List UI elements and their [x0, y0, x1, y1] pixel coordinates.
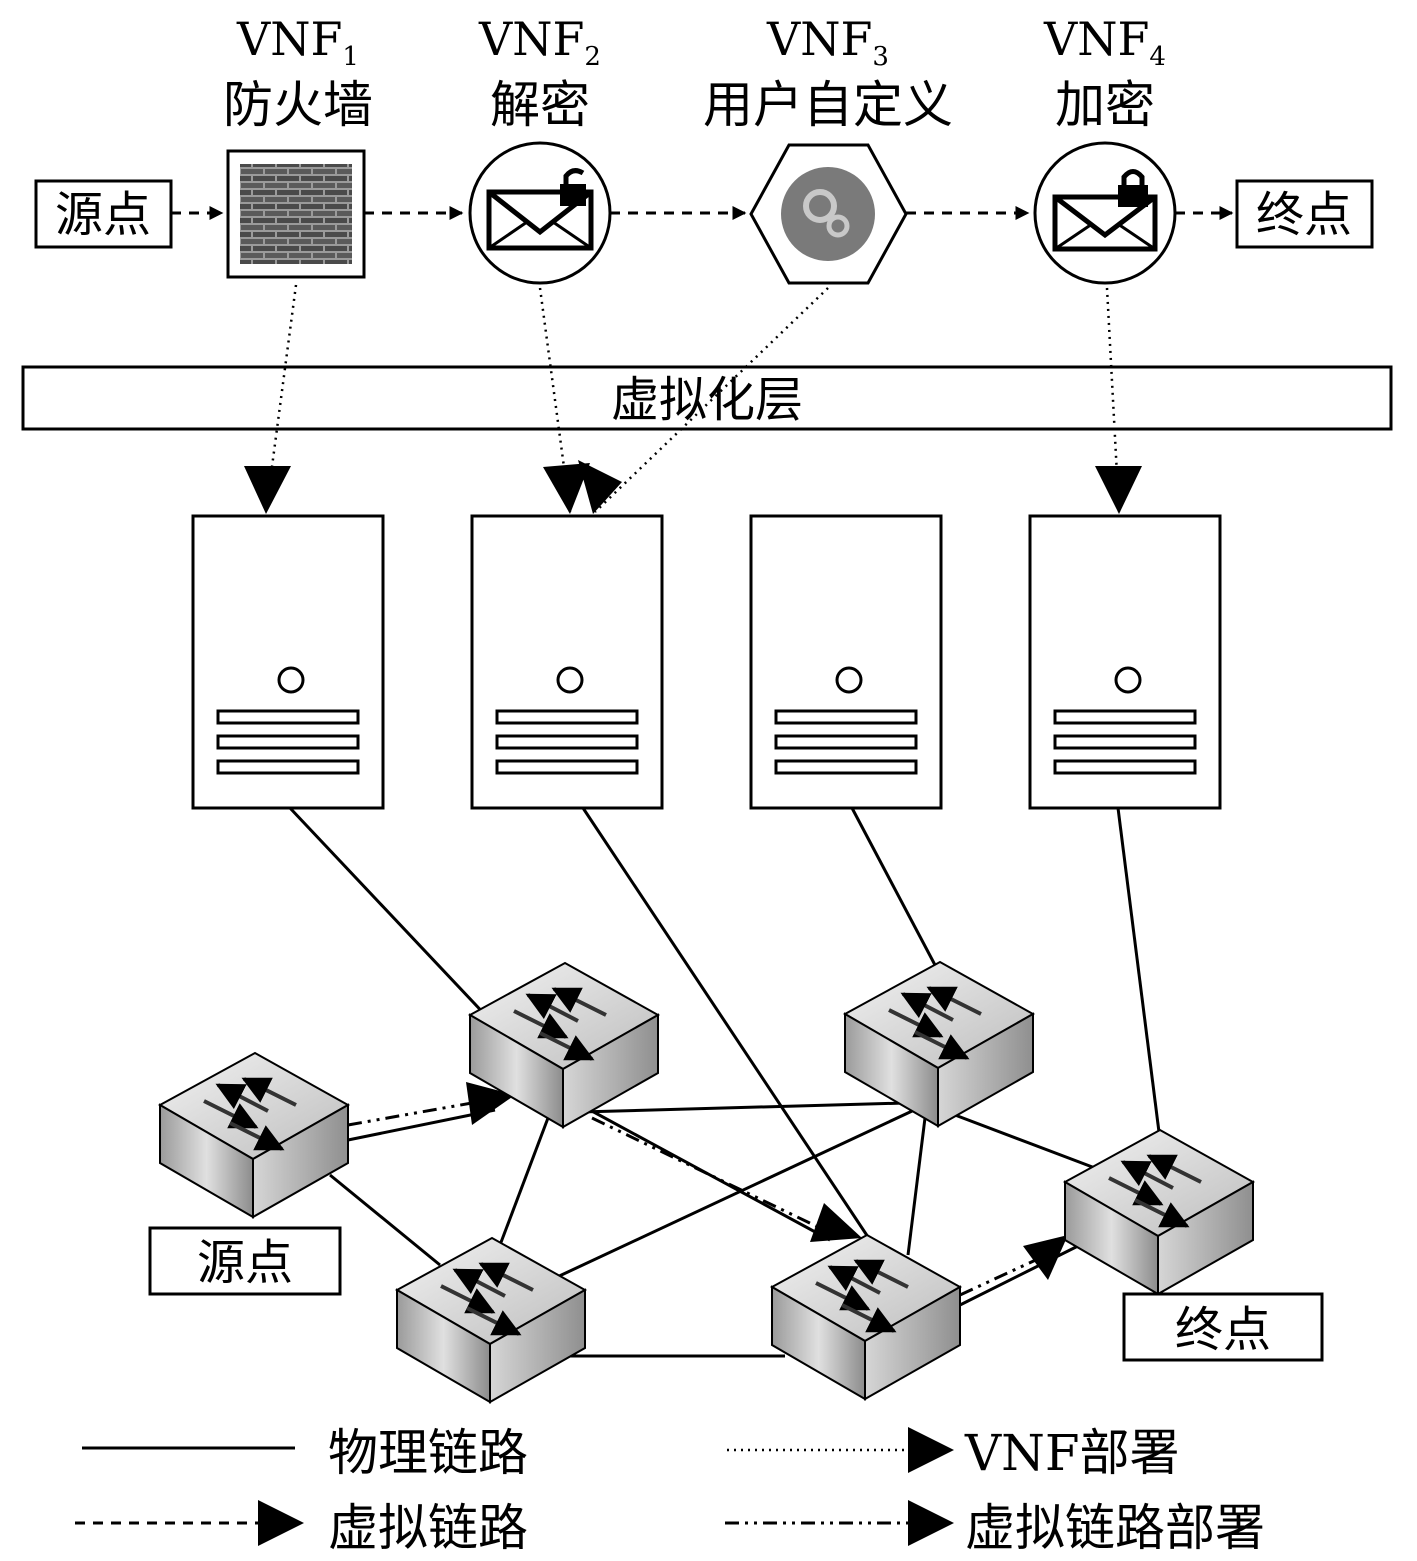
envelope-locked-icon [1052, 169, 1158, 252]
physical-sink-label: 终点 [1175, 1302, 1271, 1358]
server-2 [470, 514, 664, 810]
switch-arrows-icon [203, 1077, 297, 1151]
physical-links [288, 806, 1162, 1358]
vnf3-desc: 用户自定义 [703, 76, 953, 134]
vnf1-desc: 防火墙 [223, 76, 373, 134]
svg-text:VNF3: VNF3 [766, 12, 889, 72]
chain-source-box: 源点 [34, 179, 173, 249]
legend: 物理链路 虚拟链路 VNF部署 虚拟链路部署 [75, 1424, 1265, 1557]
vnf1-title: VNF1 防火墙 [223, 12, 373, 134]
physical-source-box: 源点 [148, 1226, 342, 1296]
switch-source [157, 1051, 351, 1219]
switch-d [769, 1233, 963, 1401]
vlink-deploy-links [347, 1096, 1041, 1297]
physical-source-label: 源点 [197, 1235, 293, 1291]
switch-b [842, 960, 1036, 1128]
switch-sink [1062, 1128, 1256, 1296]
legend-vlinkdeploy-label: 虚拟链路部署 [965, 1499, 1265, 1557]
svg-text:VNF1: VNF1 [236, 12, 359, 72]
physical-sink-box: 终点 [1122, 1292, 1324, 1362]
switch-arrows-icon [1108, 1154, 1202, 1228]
encrypt-node [1033, 141, 1177, 285]
chain-source-label: 源点 [55, 187, 151, 243]
server-4 [1028, 514, 1222, 810]
chain-sink-label: 终点 [1256, 187, 1352, 243]
legend-physical-label: 物理链路 [328, 1424, 528, 1482]
envelope-unlocked-icon [486, 168, 594, 251]
decrypt-node [468, 141, 612, 285]
server-3 [749, 514, 943, 810]
server-1 [191, 514, 385, 810]
switch-arrows-icon [513, 987, 607, 1061]
vnf4-title: VNF4 加密 [1043, 12, 1166, 134]
legend-virtual-label: 虚拟链路 [328, 1499, 528, 1557]
vnf3-title: VNF3 用户自定义 [703, 12, 953, 134]
switch-arrows-icon [888, 986, 982, 1060]
virtualization-layer-label: 虚拟化层 [611, 372, 803, 428]
vnf4-desc: 加密 [1055, 76, 1155, 134]
svg-text:VNF4: VNF4 [1043, 12, 1166, 72]
switch-c [394, 1236, 588, 1404]
vnf-deploy-arrowheads [244, 460, 1142, 514]
custom-node [749, 143, 908, 285]
firewall-node [226, 149, 366, 279]
switch-arrows-icon [815, 1259, 909, 1333]
firewall-brick-icon [240, 164, 352, 264]
legend-vnfdeploy-label: VNF部署 [964, 1424, 1180, 1482]
virtualization-layer: 虚拟化层 [21, 365, 1393, 431]
switch-arrows-icon [440, 1262, 534, 1336]
svg-text:VNF2: VNF2 [478, 12, 601, 72]
vnf2-title: VNF2 解密 [478, 12, 601, 134]
vnf2-desc: 解密 [490, 76, 590, 134]
switch-a [467, 961, 661, 1129]
chain-sink-box: 终点 [1235, 179, 1374, 249]
